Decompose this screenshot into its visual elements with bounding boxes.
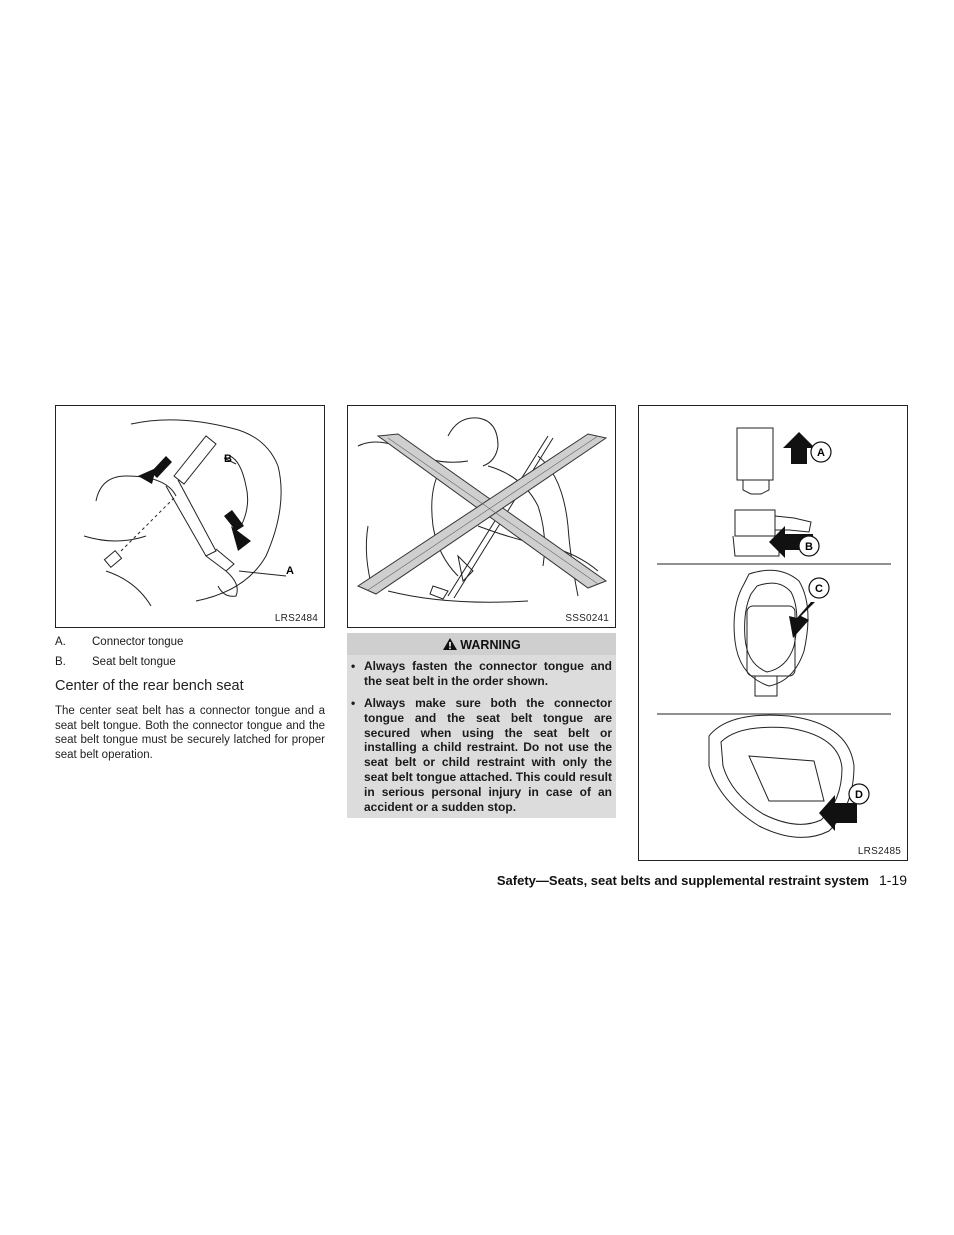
warning-triangle-icon — [442, 635, 458, 659]
bullet: • — [351, 696, 356, 710]
figure-legend: A. Connector tongue B. Seat belt tongue — [55, 636, 325, 676]
buckle-illustration: A B C D — [657, 427, 891, 838]
bullet: • — [351, 659, 356, 673]
legend-text: Seat belt tongue — [92, 656, 176, 668]
callout-a: A — [817, 447, 825, 459]
footer-title: Safety—Seats, seat belts and supplementa… — [496, 873, 869, 888]
warning-header: WARNING — [347, 633, 616, 655]
legend-key: B. — [55, 656, 66, 668]
warning-item-text: Always make sure both the connector tong… — [364, 696, 612, 814]
figure-incorrect-use-illustration: SSS0241 — [347, 405, 616, 628]
callout-d: D — [855, 789, 863, 801]
callout-b: B — [224, 453, 232, 465]
figure-code: LRS2484 — [274, 613, 318, 624]
callout-c: C — [815, 583, 823, 595]
callout-b: B — [805, 541, 813, 553]
legend-key: A. — [55, 636, 66, 648]
callout-a: A — [286, 565, 294, 577]
section-body: The center seat belt has a connector ton… — [55, 705, 325, 761]
warning-title: WARNING — [460, 638, 521, 652]
page-footer: Safety—Seats, seat belts and supplementa… — [497, 872, 907, 888]
legend-item: B. Seat belt tongue — [55, 656, 325, 676]
connector-illustration: B A — [83, 419, 294, 607]
figure-code: LRS2485 — [857, 846, 901, 857]
incorrect-use-illustration — [356, 417, 608, 603]
legend-item: A. Connector tongue — [55, 636, 325, 656]
figure-connector-illustration: B A LRS2484 — [55, 405, 325, 628]
figure-buckle-illustration: A B C D LRS2485 — [638, 405, 908, 861]
warning-box: WARNING • Always fasten the connector to… — [347, 633, 616, 818]
page-number: 1-19 — [878, 872, 907, 888]
figure-code: SSS0241 — [565, 613, 609, 624]
legend-text: Connector tongue — [92, 636, 184, 648]
section-heading: Center of the rear bench seat — [55, 678, 244, 694]
warning-item-text: Always fasten the connector tongue and t… — [364, 659, 612, 688]
